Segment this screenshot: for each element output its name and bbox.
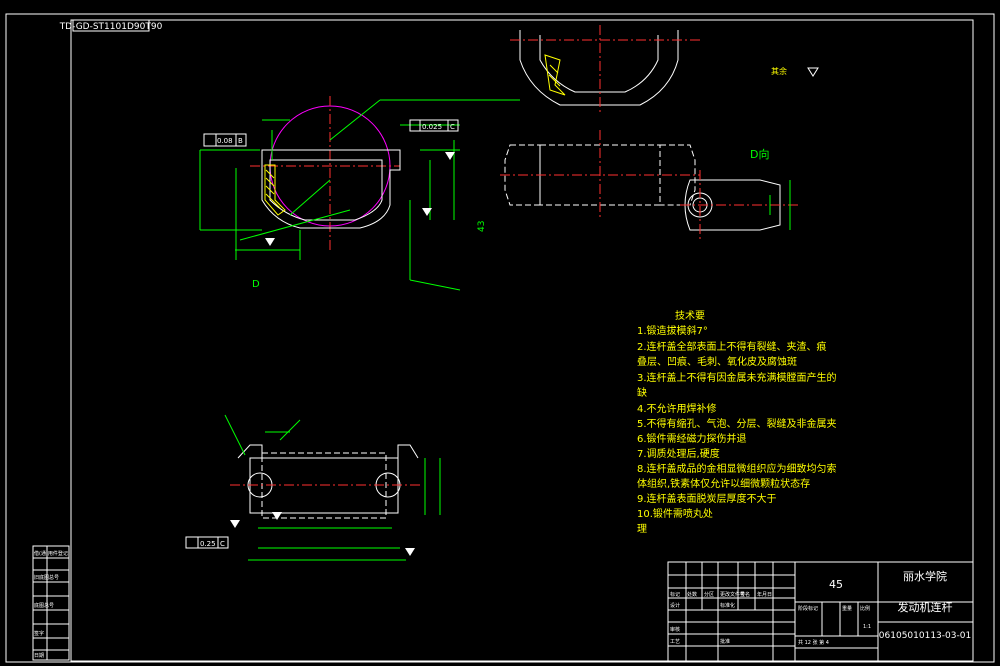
bottom-view: 0.25 C (185, 414, 441, 561)
tech-req-line: 10.锻件需喷丸处 (637, 507, 713, 520)
sheet-count: 共 12 张 第 4 (798, 639, 829, 646)
row-label: 签名 (740, 591, 750, 598)
tech-req-line: 4.不允许用焊补修 (637, 402, 717, 415)
tech-req-line: 8.连杆盖成品的金相显微组织应为细致均匀索 (637, 462, 837, 475)
tech-req-line: 5.不得有缩孔、气泡、分层、裂缝及非金属夹 (637, 417, 837, 430)
row-label: 更改文件号 (720, 591, 745, 598)
tech-req-line: 理 (637, 523, 647, 535)
tech-req-title: 技术要 (675, 309, 705, 322)
strip-label-4: 签字 (34, 630, 44, 637)
drawing-number: 06105010113-03-01 (879, 631, 971, 641)
material: 45 (829, 578, 843, 591)
view-d-marker: D (252, 279, 260, 290)
outer-border (5, 13, 995, 663)
strip-label-3: 底图总号 (34, 602, 54, 609)
weight-label: 重量 (842, 605, 852, 612)
tol-bottom-value: 0.25 (200, 540, 216, 548)
tol-bottom-ref: C (220, 540, 225, 548)
other-roughness-label: 其余 (771, 66, 787, 76)
tech-req-line: 体组织,铁素体仅允许以细微颗粒状态存 (637, 477, 810, 490)
tol-flat-value: 0.08 (217, 137, 233, 145)
tech-req-line: 9.连杆盖表面脱炭层厚度不大于 (637, 492, 777, 505)
scale: 1:1 (863, 624, 871, 630)
ratio-label: 比例 (860, 605, 870, 612)
tol-cyl-ref: C (450, 123, 455, 131)
strip-label-1: 借(通)用件登记 (34, 550, 68, 557)
row-label: 分区 (704, 591, 714, 598)
tol-cyl-value: 0.025 (422, 123, 442, 131)
approve-label: 批准 (720, 638, 730, 645)
d-view-label: D向 (750, 147, 769, 161)
tech-req-line: 叠层、凹痕、毛刺、氧化皮及腐蚀斑 (637, 355, 797, 368)
design-label: 设计 (670, 602, 680, 609)
front-view: 0.08 B 0.025 C D 43 (199, 96, 520, 291)
d-view: D向 (680, 147, 800, 240)
std-label: 标准化 (720, 602, 735, 609)
drawing-code-box: TD-GD-ST1101D90T90 (59, 19, 163, 32)
drawing-code: TD-GD-ST1101D90T90 (59, 22, 163, 32)
tech-req-line: 6.锻件需经磁力探伤并退 (637, 432, 747, 445)
tech-requirements: 技术要 1.锻造拔模斜7° 2.连杆盖全部表面上不得有裂缝、夹渣、痕 叠层、凹痕… (637, 309, 837, 535)
tech-req-line: 7.调质处理后,硬度 (637, 447, 720, 460)
part-name: 发动机连杆 (898, 600, 953, 614)
dim-43: 43 (477, 221, 487, 232)
tol-flat-ref: B (238, 137, 243, 145)
strip-label-5: 日期 (34, 653, 44, 659)
left-register-strip (32, 545, 70, 661)
strip-label-2: 旧底图总号 (34, 574, 59, 581)
row-label: 年月日 (757, 591, 772, 598)
tech-req-line: 缺 (637, 386, 647, 399)
row-label: 处数 (687, 591, 697, 598)
school-name: 丽水学院 (903, 569, 947, 583)
inner-border (70, 19, 974, 662)
tech-req-line: 3.连杆盖上不得有因金属未充满模膛面产生的 (637, 371, 837, 384)
top-section-view (510, 25, 700, 115)
stage-label: 阶段标记 (798, 605, 818, 612)
title-block (667, 561, 974, 662)
craft-label: 工艺 (670, 639, 680, 645)
check-label: 审核 (670, 626, 680, 633)
row-label: 标记 (670, 591, 680, 598)
tech-req-line: 2.连杆盖全部表面上不得有裂缝、夹渣、痕 (637, 340, 827, 353)
top-view (500, 130, 700, 220)
tech-req-line: 1.锻造拔模斜7° (637, 324, 708, 337)
roughness-symbol (807, 67, 819, 77)
